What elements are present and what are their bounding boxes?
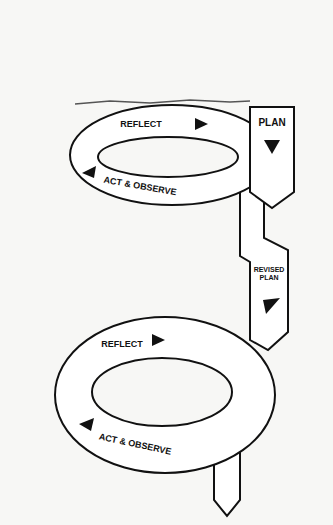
direction-arrow — [152, 334, 165, 346]
direction-arrow — [79, 418, 94, 431]
spiral-strip — [240, 180, 288, 350]
stage-label: PLAN — [258, 117, 285, 128]
direction-arrow — [82, 166, 96, 178]
torn-edge — [75, 100, 250, 104]
direction-arrow — [195, 118, 208, 130]
stage-label: REFLECT — [120, 120, 162, 130]
loop-outer — [70, 105, 274, 205]
direction-arrow — [263, 298, 280, 314]
loop-outer — [55, 317, 275, 473]
stage-label: ACT & OBSERVE — [103, 176, 177, 199]
stage-label: REFLECT — [101, 340, 143, 350]
stage-label: ACT & OBSERVE — [98, 432, 172, 457]
loop-inner — [92, 358, 232, 426]
loop-inner — [98, 137, 238, 177]
direction-arrow — [264, 140, 280, 154]
plan-strip — [250, 107, 294, 208]
stage-label: REVISED PLAN — [251, 266, 287, 281]
